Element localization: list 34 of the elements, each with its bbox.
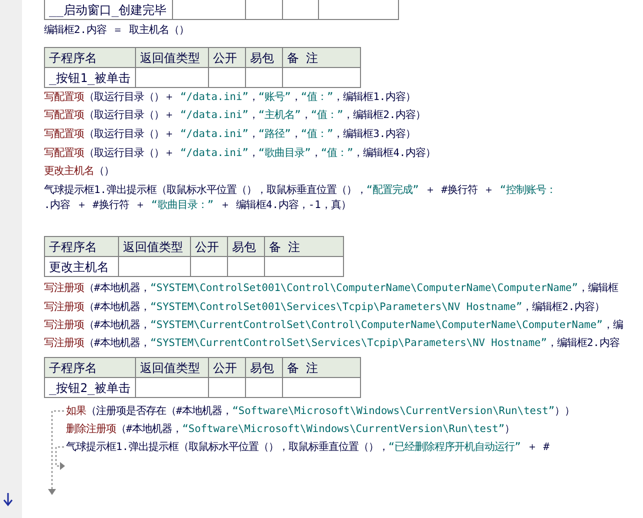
code-line: 写配置项（取运行目录（）＋ “/data.ini”，“歌曲目录”，“值：”，编辑框4.内容） [44, 146, 436, 161]
code-line: 写注册项（#本地机器，“SYSTEM\ControlSet001\Services\Tcpip\Parameters\NV Hostname”，编辑框2.内容） [44, 300, 605, 315]
table-header-cell: 易包 [227, 236, 265, 257]
code-line: 更改主机名（） [44, 164, 114, 179]
table-header-cell: 易包 [245, 357, 283, 378]
table-header-cell: 子程序名 [44, 47, 136, 68]
table-header-cell: 返回值类型 [135, 47, 209, 68]
code-line: 气球提示框1.弹出提示框（取鼠标水平位置（），取鼠标垂直位置（），“已经删除程序开机自动运行” ＋ # [66, 440, 550, 455]
table-header-cell: 备 注 [264, 236, 344, 257]
table-cell: __启动窗口_创建完毕 [44, 0, 173, 20]
code-line: 气球提示框1.弹出提示框（取鼠标水平位置（），取鼠标垂直位置（），“配置完成” ＋ #换行符 ＋ “控制账号： [44, 183, 556, 198]
code-line: 写配置项（取运行目录（）＋ “/data.ini”，“路径”，“值：”，编辑框3.内容） [44, 127, 416, 142]
table-header-cell: 公开 [208, 47, 246, 68]
table-header-cell: 返回值类型 [135, 357, 209, 378]
table-header-cell: 备 注 [282, 357, 361, 378]
code-line: 写配置项（取运行目录（）＋ “/data.ini”，“主机名”，“值：”，编辑框2.内容） [44, 108, 426, 123]
table-cell: 更改主机名 [44, 256, 119, 277]
code-line: 写配置项（取运行目录（）＋ “/data.ini”，“账号”，“值：”，编辑框1.内容） [44, 90, 416, 105]
table-header-cell: 公开 [208, 357, 246, 378]
table-cell: _按钮2_被单击 [44, 377, 136, 398]
code-line: 编辑框2.内容 ＝ 取主机名（） [44, 23, 189, 38]
table-cell: _按钮1_被单击 [44, 67, 136, 88]
table-header-cell: 易包 [245, 47, 283, 68]
code-line: 写注册项（#本地机器，“SYSTEM\CurrentControlSet\Services\Tcpip\Parameters\NV Hostname”，编辑框2.内容 [44, 336, 620, 351]
table-header-cell: 返回值类型 [118, 236, 191, 257]
code-line: 写注册项（#本地机器，“SYSTEM\ControlSet001\Control\ComputerName\ComputerName\ComputerName”，编辑框 [44, 281, 618, 296]
code-line: 写注册项（#本地机器，“SYSTEM\CurrentControlSet\Control\ComputerName\ComputerName\ComputerName”，编 [44, 318, 623, 333]
table-header-cell: 子程序名 [44, 236, 119, 257]
table-header-cell: 公开 [190, 236, 228, 257]
table-header-cell: 子程序名 [44, 357, 136, 378]
table-header-cell: 备 注 [282, 47, 361, 68]
code-line: 如果（注册项是否存在（#本地机器，“Software\Microsoft\Windows\CurrentVersion\Run\test”）） [66, 404, 575, 419]
code-line: 删除注册项（#本地机器，“Software\Microsoft\Windows\CurrentVersion\Run\test”） [66, 422, 515, 437]
code-line: .内容 ＋ #换行符 ＋ “歌曲目录：” ＋ 编辑框4.内容，-1，真） [44, 198, 351, 213]
